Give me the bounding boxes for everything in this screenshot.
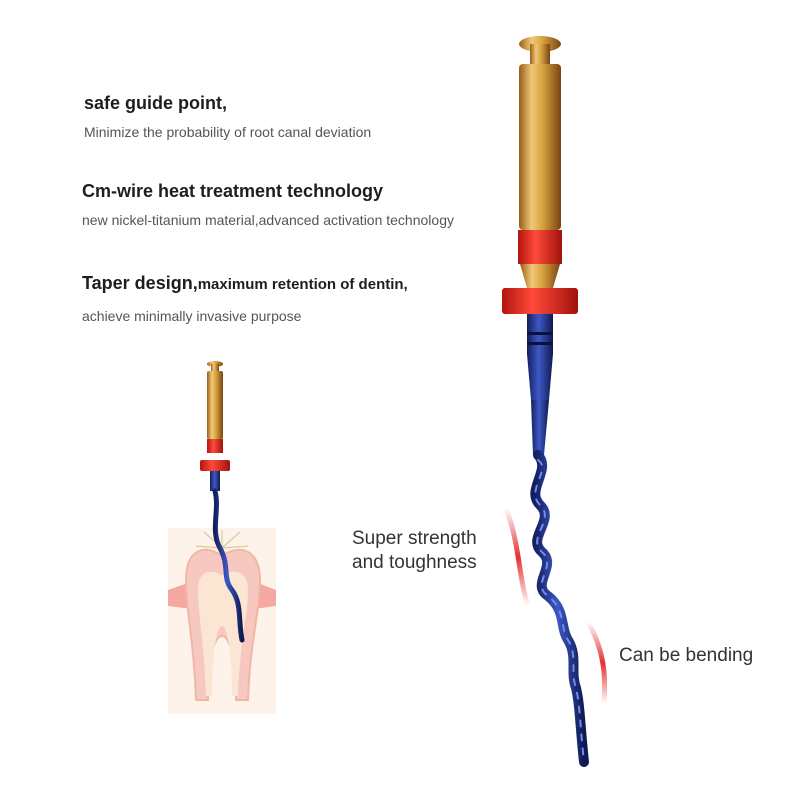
endodontic-file-large-icon (502, 36, 589, 767)
callout-strength-line2: and toughness (352, 552, 477, 573)
feature-title-main: Taper design, (82, 273, 198, 293)
feature-title: safe guide point, (84, 93, 228, 113)
feature-title: Taper design,maximum retention of dentin… (82, 272, 408, 296)
callout-strength: Super strength and toughness (352, 527, 477, 575)
flex-arc-left-icon (503, 505, 531, 609)
feature-cm-wire: Cm-wire heat treatment technology new ni… (82, 180, 454, 229)
feature-taper-design: Taper design,maximum retention of dentin… (82, 272, 408, 325)
feature-description: Minimize the probability of root canal d… (84, 124, 372, 140)
feature-description: new nickel-titanium material,advanced ac… (82, 212, 454, 228)
feature-safe-guide-point: safe guide point, Minimize the probabili… (84, 92, 371, 141)
feature-description: achieve minimally invasive purpose (82, 308, 302, 324)
flex-arc-right-icon (585, 619, 608, 707)
endodontic-file-small-icon (200, 361, 245, 643)
feature-title-small: maximum retention of dentin, (197, 276, 408, 293)
callout-strength-line1: Super strength (352, 528, 477, 549)
tooth-cross-section-icon (168, 528, 276, 714)
feature-title: Cm-wire heat treatment technology (82, 181, 384, 201)
callout-bending: Can be bending (619, 645, 754, 666)
